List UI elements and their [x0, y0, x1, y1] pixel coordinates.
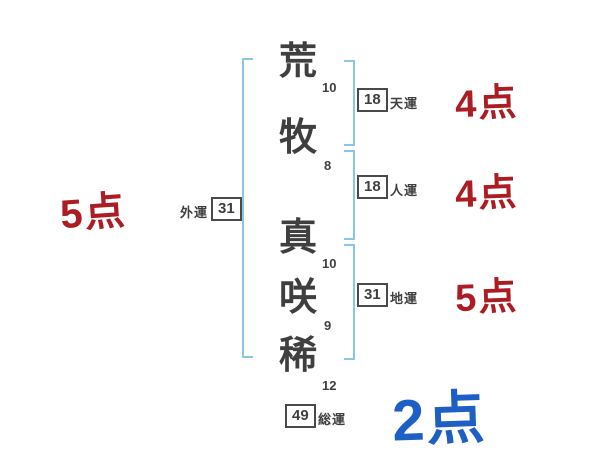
- earth-fortune-value-box: 31: [357, 283, 388, 307]
- person-fortune-value-box: 18: [357, 175, 388, 199]
- heaven-fortune-score: 4点: [454, 81, 520, 127]
- bracket-earth: [344, 244, 355, 360]
- stroke-count-5: 12: [322, 378, 337, 393]
- name-char-3: 真 10: [276, 216, 336, 271]
- outer-fortune-value-box: 31: [211, 197, 242, 221]
- person-fortune-score: 4点: [454, 171, 520, 217]
- name-char-1-glyph: 荒: [278, 41, 317, 83]
- earth-fortune-label: 地運: [390, 291, 419, 306]
- name-char-5-glyph: 稀: [278, 335, 317, 377]
- total-fortune-value-box: 49: [285, 404, 316, 428]
- name-char-4: 咲 9: [276, 276, 331, 333]
- earth-fortune-score: 5点: [454, 275, 520, 321]
- heaven-fortune-value-box: 18: [357, 88, 388, 112]
- total-fortune-score: 2点: [391, 385, 488, 454]
- total-fortune-label: 総運: [318, 412, 347, 427]
- bracket-person: [344, 150, 355, 240]
- name-char-3-glyph: 真: [278, 217, 317, 259]
- person-fortune-label: 人運: [390, 183, 419, 198]
- bracket-heaven: [344, 60, 355, 146]
- outer-fortune-label: 外運: [180, 205, 209, 220]
- stroke-count-3: 10: [322, 256, 337, 271]
- stroke-count-1: 10: [322, 80, 337, 95]
- bracket-outer: [242, 58, 253, 358]
- name-char-2: 牧 8: [276, 116, 331, 173]
- name-char-1: 荒 10: [276, 40, 336, 95]
- outer-fortune-score: 5点: [58, 188, 128, 238]
- stroke-count-4: 9: [324, 318, 332, 333]
- name-char-5: 稀 12: [276, 334, 336, 393]
- name-char-4-glyph: 咲: [278, 277, 317, 319]
- heaven-fortune-label: 天運: [390, 96, 419, 111]
- name-char-2-glyph: 牧: [278, 117, 317, 159]
- stroke-count-2: 8: [324, 158, 332, 173]
